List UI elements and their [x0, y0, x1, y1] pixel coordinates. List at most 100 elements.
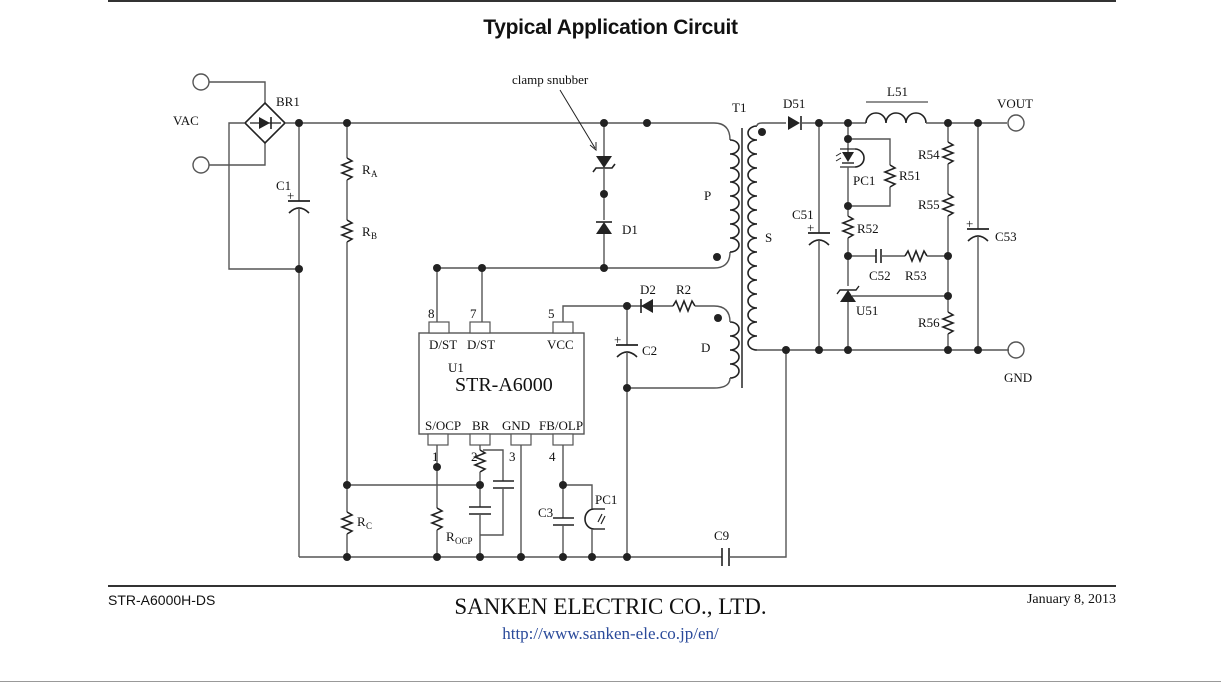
footer-rule — [108, 585, 1116, 587]
c2-polarity: + — [614, 332, 621, 347]
l51-label: L51 — [887, 84, 908, 99]
pin-1 — [427, 433, 449, 446]
t1-label: T1 — [732, 100, 746, 115]
inductor-l51: L51 — [865, 84, 928, 124]
optocoupler-pc1-led — [835, 148, 865, 168]
gnd-terminal[interactable] — [1007, 341, 1025, 359]
resistor-rb — [339, 219, 355, 243]
rocp-subscript: OCP — [455, 536, 473, 546]
r2-label: R2 — [676, 282, 691, 297]
capacitor-c1: C1 + — [276, 123, 310, 557]
tvs-diode — [596, 156, 612, 168]
vac-input: VAC — [173, 73, 266, 174]
c1-label: C1 — [276, 178, 291, 193]
primary-winding-label: P — [704, 188, 711, 203]
pin-7-number: 7 — [470, 306, 477, 321]
u1-ref: U1 — [448, 360, 464, 375]
c9-label: C9 — [714, 528, 729, 543]
pin-4-number: 4 — [549, 449, 556, 464]
vout-label: VOUT — [997, 96, 1033, 111]
pin-8-number: 8 — [428, 306, 435, 321]
u51-label: U51 — [856, 303, 878, 318]
pc1-secondary-label: PC1 — [853, 173, 875, 188]
junction-dots — [295, 119, 982, 561]
pin-5-number: 5 — [548, 306, 555, 321]
pin-8-name: D/ST — [429, 337, 457, 352]
d1-label: D1 — [622, 222, 638, 237]
resistor-r51 — [882, 164, 898, 188]
diode-d1 — [596, 222, 612, 234]
ic-u1: 8 7 5 D/ST D/ST VCC U1 STR-A6000 S/OCP B… — [418, 306, 585, 464]
resistor-ra — [339, 157, 355, 181]
pin-3-number: 3 — [509, 449, 516, 464]
pin-4-name: FB/OLP — [539, 418, 583, 433]
resistor-rocp — [429, 507, 445, 531]
pin-3-name: GND — [502, 418, 530, 433]
d51-label: D51 — [783, 96, 805, 111]
page-title: Typical Application Circuit — [483, 16, 738, 39]
diode-d2 — [641, 299, 653, 313]
d2-label: D2 — [640, 282, 656, 297]
clamp-snubber-label: clamp snubber — [512, 72, 589, 87]
resistor-divider: R A R B R C — [339, 123, 378, 557]
pin-5 — [552, 321, 574, 334]
vcc-supply: D2 R2 + C2 — [562, 282, 731, 557]
r54-label: R54 — [918, 147, 940, 162]
pin-3 — [510, 433, 532, 446]
resistor-r53 — [904, 248, 928, 264]
rc-subscript: C — [366, 521, 372, 531]
ra-subscript: A — [371, 169, 378, 179]
u1-part-number: STR-A6000 — [455, 374, 553, 396]
resistor-r2 — [672, 298, 696, 314]
pin-4 — [552, 433, 574, 446]
pc1-primary-label: PC1 — [595, 492, 617, 507]
r55-label: R55 — [918, 197, 940, 212]
vac-terminal-2[interactable] — [192, 156, 210, 174]
resistor-rc — [339, 511, 355, 535]
page-bottom-rule — [0, 681, 1221, 682]
r51-label: R51 — [899, 168, 921, 183]
vac-label: VAC — [173, 113, 199, 128]
pin-2-name: BR — [472, 418, 490, 433]
optocoupler-pc1-transistor — [584, 508, 606, 557]
rb-label: R — [362, 224, 371, 239]
br1-label: BR1 — [276, 94, 300, 109]
r53-label: R53 — [905, 268, 927, 283]
r52-label: R52 — [857, 221, 879, 236]
c1-polarity: + — [287, 188, 294, 203]
secondary-winding-label: S — [765, 230, 772, 245]
resistor-br — [472, 449, 488, 473]
output-rectifier-d51: D51 — [783, 96, 805, 130]
rb-subscript: B — [371, 231, 377, 241]
drive-winding-label: D — [701, 340, 710, 355]
ra-label: R — [362, 162, 371, 177]
bridge-rectifier-br1: BR1 — [243, 94, 300, 145]
pin-7-name: D/ST — [467, 337, 495, 352]
c53-polarity: + — [966, 216, 973, 231]
transformer-t1: P T1 S D — [701, 100, 772, 388]
pin-8 — [428, 321, 450, 334]
rocp-label: R — [446, 529, 455, 544]
pin-1-number: 1 — [432, 449, 439, 464]
c52-label: C52 — [869, 268, 891, 283]
vout-terminal[interactable] — [1007, 114, 1025, 132]
pin-2 — [469, 433, 491, 446]
pin-1-name: S/OCP — [425, 418, 461, 433]
c51-polarity: + — [807, 220, 814, 235]
c3-label: C3 — [538, 505, 553, 520]
c51-label: C51 — [792, 207, 814, 222]
pin-7 — [469, 321, 491, 334]
document-id: STR-A6000H-DS — [108, 592, 216, 608]
header-rule — [108, 0, 1116, 2]
resistor-r54 — [940, 141, 956, 165]
resistor-r55 — [940, 193, 956, 217]
vac-terminal-1[interactable] — [192, 73, 210, 91]
document-date: January 8, 2013 — [1026, 592, 1116, 607]
resistor-r56 — [940, 311, 956, 335]
company-name: SANKEN ELECTRIC CO., LTD. — [454, 594, 767, 619]
company-url-link[interactable]: http://www.sanken-ele.co.jp/en/ — [502, 624, 719, 643]
r56-label: R56 — [918, 315, 940, 330]
pin-5-name: VCC — [547, 337, 574, 352]
rc-label: R — [357, 514, 366, 529]
shunt-regulator-u51: U51 — [836, 285, 948, 350]
